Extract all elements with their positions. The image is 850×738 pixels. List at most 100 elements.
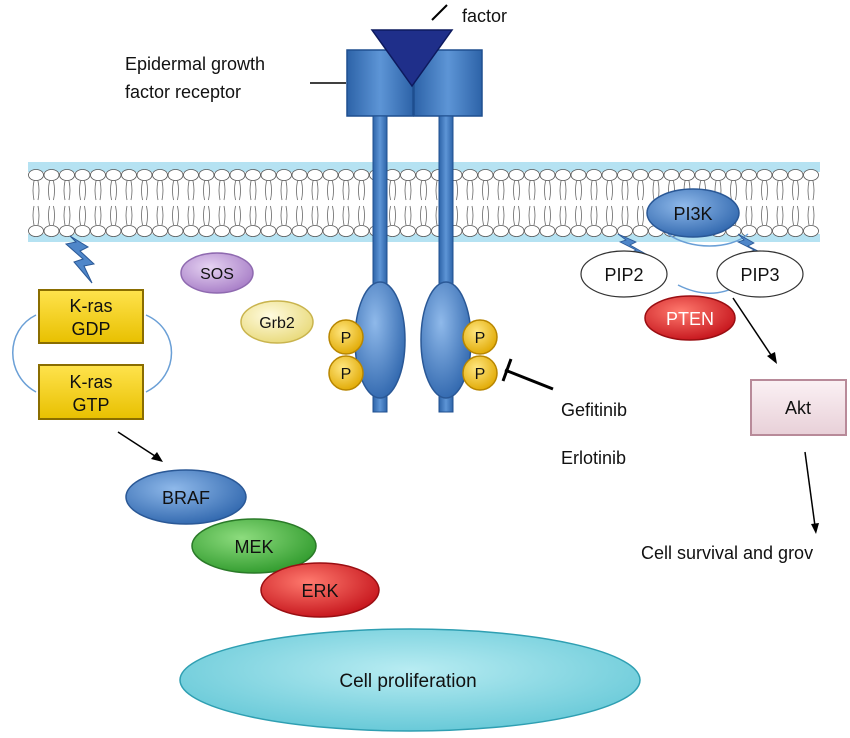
- receptor-label-line2: factor receptor: [125, 82, 241, 102]
- phosphate-right-bottom: P: [462, 355, 498, 391]
- lipid-head: [307, 169, 323, 181]
- lipid-head: [152, 169, 168, 181]
- pip3-label: PIP3: [740, 265, 779, 285]
- pip3-node: PIP3: [716, 250, 804, 298]
- lipid-tail: [497, 205, 500, 226]
- lipid-tail: [285, 180, 288, 201]
- lipid-head: [136, 169, 153, 181]
- kras-gdp-label-line2: GDP: [71, 319, 110, 339]
- lipid-tail: [249, 205, 252, 226]
- lipid-tail: [125, 180, 128, 201]
- lipid-tail: [311, 205, 314, 226]
- braf-node: BRAF: [125, 469, 247, 525]
- lipid-tail: [528, 180, 531, 201]
- lipid-tail: [249, 180, 252, 201]
- lipid-head: [245, 169, 261, 181]
- lipid-head: [260, 169, 277, 181]
- lipid-tail: [518, 180, 520, 201]
- lipid-tail: [637, 180, 639, 201]
- lipid-head: [632, 225, 649, 237]
- lipid-tail: [94, 180, 97, 201]
- lipid-head: [617, 169, 633, 181]
- lipid-tail: [792, 205, 794, 226]
- lipid-head: [105, 225, 122, 237]
- lipid-tail: [626, 205, 629, 226]
- lipid-tail: [285, 205, 288, 226]
- lipid-tail: [544, 180, 546, 201]
- lipid-tail: [776, 205, 779, 226]
- akt-label: Akt: [785, 398, 811, 418]
- lipid-tail: [99, 205, 102, 226]
- lipid-head: [291, 225, 308, 237]
- pi3k-label: PI3K: [673, 204, 712, 224]
- lipid-tail: [115, 180, 117, 201]
- lipid-tail: [642, 180, 644, 201]
- kras-to-braf-arrow: [117, 431, 163, 462]
- lipid-tail: [48, 180, 50, 201]
- lipid-tail: [621, 205, 624, 226]
- lipid-tail: [156, 205, 159, 226]
- lipid-tail: [177, 180, 179, 201]
- lipid-head: [710, 169, 726, 181]
- lipid-head: [679, 169, 695, 181]
- lipid-head: [105, 169, 122, 181]
- phosphate-label: P: [341, 366, 352, 383]
- lipid-head: [245, 225, 261, 237]
- lipid-tail: [781, 180, 784, 201]
- lipid-head: [415, 169, 432, 181]
- lipid-tail: [590, 180, 593, 201]
- lipid-tail: [781, 205, 784, 226]
- lipid-tail: [146, 180, 148, 201]
- lipid-tail: [146, 205, 148, 226]
- lipid-tail: [404, 205, 407, 226]
- lipid-tail: [559, 205, 562, 226]
- lipid-head: [601, 225, 618, 237]
- lipid-tail: [239, 205, 241, 226]
- grb2-node: Grb2: [240, 300, 314, 344]
- lipid-head: [214, 225, 230, 237]
- lipid-tail: [606, 205, 608, 226]
- lipid-head: [772, 169, 788, 181]
- lipid-tail: [223, 180, 226, 201]
- phosphate-label: P: [475, 330, 486, 347]
- sos-node: SOS: [180, 252, 254, 294]
- lipid-tail: [68, 205, 71, 226]
- erlotinib-label: Erlotinib: [561, 448, 626, 468]
- lipid-tail: [420, 205, 422, 226]
- lipid-tail: [347, 205, 350, 226]
- lipid-tail: [239, 180, 241, 201]
- lipid-tail: [156, 180, 159, 201]
- lipid-tail: [776, 180, 779, 201]
- pten-node: PTEN: [644, 295, 736, 341]
- lipid-tail: [270, 205, 272, 226]
- lipid-tail: [404, 180, 407, 201]
- lipid-head: [353, 225, 370, 237]
- lipid-head: [43, 225, 60, 237]
- lipid-tail: [130, 205, 133, 226]
- kras-gdp-label-line1: K-ras: [69, 296, 112, 316]
- lipid-tail: [218, 205, 221, 226]
- lipid-tail: [79, 180, 81, 201]
- lipid-tail: [466, 205, 469, 226]
- lipid-tail: [301, 205, 303, 226]
- lipid-tail: [161, 180, 164, 201]
- lipid-head: [508, 169, 525, 181]
- cell-survival-label: Cell survival and grov: [641, 543, 813, 563]
- lipid-head: [198, 169, 215, 181]
- lipid-tail: [316, 180, 319, 201]
- lipid-tail: [533, 205, 536, 226]
- lipid-tail: [63, 180, 66, 201]
- lipid-tail: [652, 180, 655, 201]
- kras-activation-bolt: [64, 235, 96, 284]
- lipid-tail: [53, 205, 55, 226]
- lipid-tail: [812, 205, 815, 226]
- lipid-head: [74, 169, 91, 181]
- lipid-head: [772, 225, 788, 237]
- lipid-tail: [234, 180, 236, 201]
- pip2-node: PIP2: [580, 250, 668, 298]
- lipid-tail: [332, 205, 334, 226]
- lipid-tail: [590, 205, 593, 226]
- lipid-tail: [358, 205, 360, 226]
- lipid-head: [307, 225, 323, 237]
- lipid-head: [803, 225, 819, 237]
